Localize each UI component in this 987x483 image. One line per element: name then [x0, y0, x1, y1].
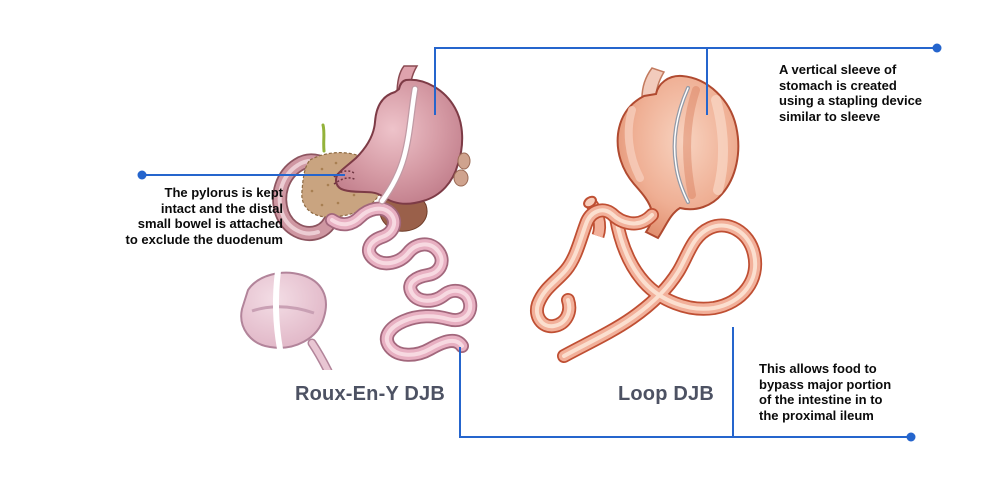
small-intestine [325, 201, 478, 362]
label-roux-en-y: Roux-En-Y DJB [294, 383, 446, 405]
sleeve-highlight [624, 106, 644, 182]
pylorus-sutures [333, 170, 357, 185]
intestinal-loop [557, 211, 763, 363]
annotation-sleeve: A vertical sleeve of stomach is created … [779, 62, 923, 124]
staple-line [378, 85, 419, 205]
loop-djb-illustration [530, 67, 763, 363]
bile-duct [321, 123, 326, 153]
colon [240, 268, 333, 370]
annotation-bypass: This allows food to bypass major portion… [759, 361, 892, 423]
label-loop-djb: Loop DJB [617, 383, 715, 405]
annotation-pylorus: The pylorus is kept intact and the dista… [125, 185, 283, 247]
callout-dot-pylorus [137, 170, 147, 180]
stomach [335, 78, 464, 205]
callout-dot-bypass [906, 432, 916, 442]
fat-tags [453, 152, 471, 187]
duodenum-limb [530, 203, 659, 334]
roux-en-y-illustration [240, 65, 478, 370]
callout-dot-sleeve [932, 43, 942, 53]
